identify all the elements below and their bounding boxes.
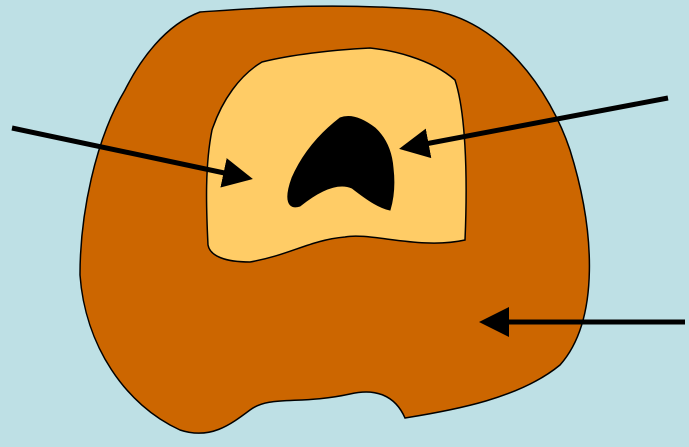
diagram-canvas bbox=[0, 0, 689, 447]
diagram-svg bbox=[0, 0, 689, 447]
